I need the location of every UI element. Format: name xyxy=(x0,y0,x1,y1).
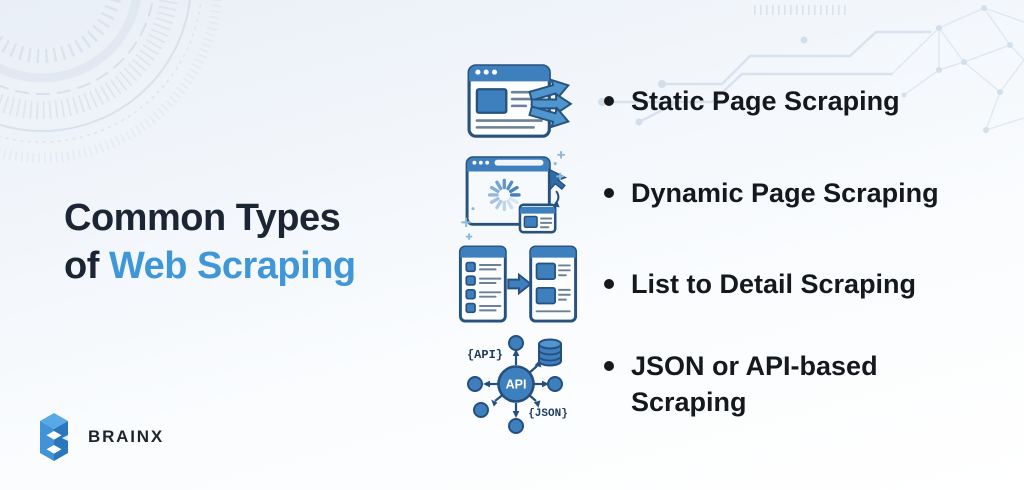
title-line1: Common Types xyxy=(64,197,341,239)
list-item-json-api: API {API} {JSON} JSON or API-b xyxy=(456,330,923,438)
bullet-dot xyxy=(604,361,614,371)
brainx-logo-icon xyxy=(40,413,68,461)
json-api-scraping-icon: API {API} {JSON} xyxy=(467,335,568,434)
static-page-scraping-icon xyxy=(467,64,573,138)
radial-circuit-decoration xyxy=(0,0,223,163)
bullet-dot xyxy=(604,188,614,198)
bullet-dot xyxy=(604,279,614,289)
list-item-label: List to Detail Scraping xyxy=(631,269,917,299)
json-tag-label: {JSON} xyxy=(528,408,568,420)
dynamic-page-scraping-icon xyxy=(461,150,567,240)
list-item-dynamic: Dynamic Page Scraping xyxy=(456,145,939,241)
list-item-label: Static Page Scraping xyxy=(631,86,900,116)
list-item-list-to-detail: List to Detail Scraping xyxy=(456,243,916,325)
api-tag-label: {API} xyxy=(467,348,503,362)
title-line2-prefix: of xyxy=(64,245,109,287)
brand-name: BRAINX xyxy=(88,427,164,446)
database-icon xyxy=(538,338,562,367)
title-line2-highlight: Web Scraping xyxy=(108,245,356,287)
list-item-static: Static Page Scraping xyxy=(456,55,900,147)
bullet-dot xyxy=(604,96,614,106)
api-circle-label: API xyxy=(506,378,527,392)
list-item-label: Dynamic Page Scraping xyxy=(631,178,939,208)
page-title: Common Types of Web Scraping xyxy=(64,194,356,290)
list-item-label: JSON or API-based Scraping xyxy=(631,351,878,417)
list-to-detail-scraping-icon xyxy=(458,245,578,323)
brand-logo-block: BRAINX xyxy=(34,412,164,462)
